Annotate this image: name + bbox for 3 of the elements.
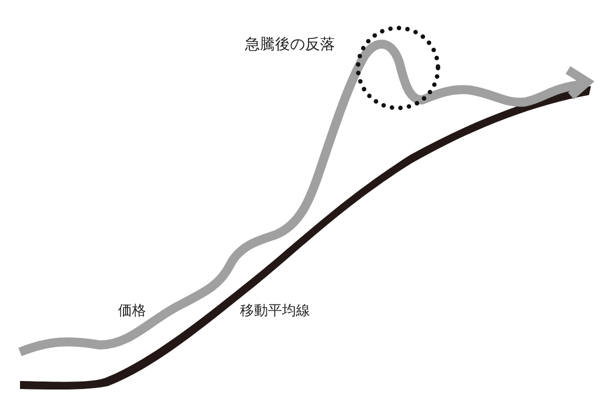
line-label: 移動平均線 <box>240 302 310 320</box>
callout-text: 急騰後の反落 <box>245 35 335 54</box>
line-label: 価格 <box>118 302 146 320</box>
